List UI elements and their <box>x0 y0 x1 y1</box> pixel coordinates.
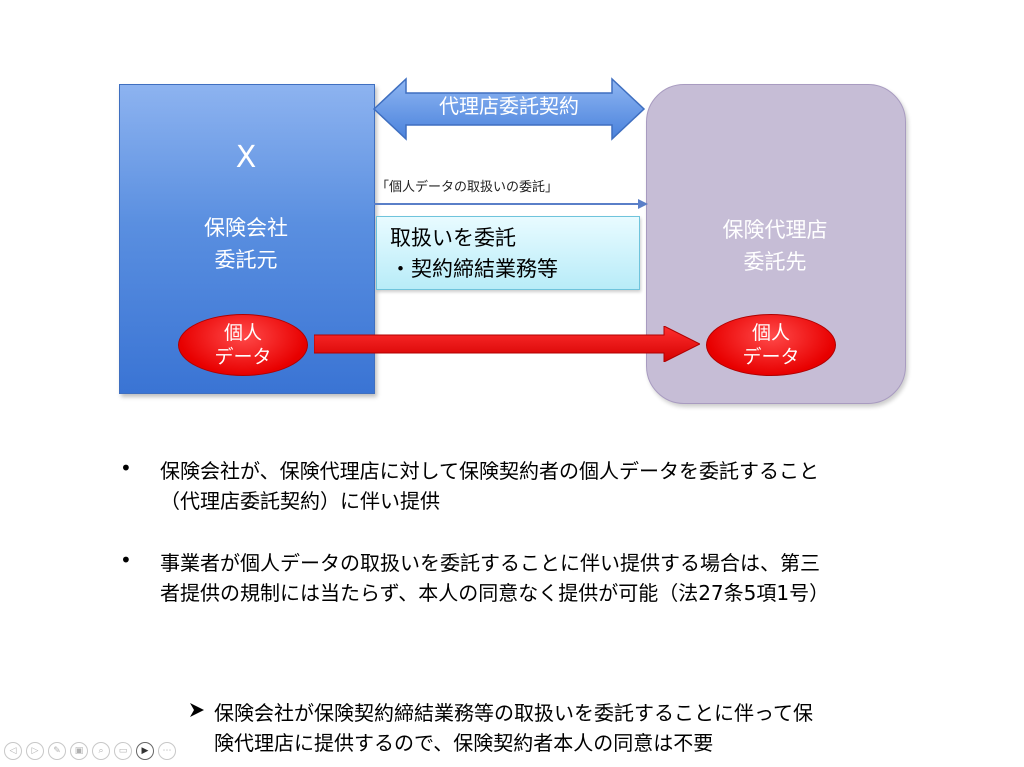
more-icon[interactable]: ⋯ <box>158 742 176 760</box>
data-transfer-arrow <box>314 326 700 362</box>
bullet-dot: • <box>120 456 132 480</box>
arrowhead-bullet-icon <box>190 703 204 717</box>
bullet-1-line1: 保険会社が、保険代理店に対して保険契約者の個人データを委託すること <box>160 459 819 483</box>
bullet-2-line1: 事業者が個人データの取扱いを委託することに伴い提供する場合は、第三 <box>160 551 820 575</box>
insurer-letter: X <box>235 140 257 175</box>
bullet-1-line2: （代理店委託契約）に伴い提供 <box>160 489 440 513</box>
agent-label: 保険代理店 委託先 <box>646 214 904 278</box>
pen-icon[interactable]: ✎ <box>48 742 66 760</box>
personal-data-right-line2: データ <box>742 346 800 368</box>
agent-line1: 保険代理店 <box>722 218 828 242</box>
personal-data-right-line1: 個人 <box>751 322 790 344</box>
bullet-2-line2: 者提供の規制には当たらず、本人の同意なく提供が可能（法27条5項1号） <box>160 581 830 605</box>
slideshow-toolbar: ◁ ▷ ✎ ▣ ⌕ ▭ ▶ ⋯ <box>4 742 176 764</box>
insurer-line1: 保険会社 <box>204 216 288 240</box>
prev-icon[interactable]: ◁ <box>4 742 22 760</box>
personal-data-left-line2: データ <box>214 346 272 368</box>
task-box <box>376 216 640 290</box>
sub-bullet-line1: 保険会社が保険契約締結業務等の取扱いを委託することに伴って保 <box>214 701 813 725</box>
personal-data-left-line1: 個人 <box>223 322 262 344</box>
bullet-2-text: 事業者が個人データの取扱いを委託することに伴い提供する場合は、第三 者提供の規制… <box>160 548 829 608</box>
camera-icon[interactable]: ▶ <box>136 742 154 760</box>
insurer-line2: 委託元 <box>214 248 278 272</box>
bullet-1-text: 保険会社が、保険代理店に対して保険契約者の個人データを委託すること （代理店委託… <box>160 456 819 516</box>
next-icon[interactable]: ▷ <box>26 742 44 760</box>
personal-data-right: 個人 データ <box>706 314 836 376</box>
slides-icon[interactable]: ▣ <box>70 742 88 760</box>
insurer-label: 保険会社 委託元 <box>119 212 373 276</box>
contract-label: 代理店委託契約 <box>439 94 579 118</box>
sub-bullet-text: 保険会社が保険契約締結業務等の取扱いを委託することに伴って保 険代理店に提供する… <box>214 698 813 758</box>
agent-line2: 委託先 <box>743 250 807 274</box>
bullet-dot: • <box>120 548 132 572</box>
subtitle-icon[interactable]: ▭ <box>114 742 132 760</box>
zoom-icon[interactable]: ⌕ <box>92 742 110 760</box>
consign-label: 「個人データの取扱いの委託」 <box>376 180 559 195</box>
personal-data-left: 個人 データ <box>178 314 308 376</box>
task-line2: ・契約締結業務等 <box>390 257 558 281</box>
contract-double-arrow <box>372 77 646 141</box>
consign-arrow <box>374 199 648 209</box>
sub-bullet-line2: 険代理店に提供するので、保険契約者本人の同意は不要 <box>214 731 714 755</box>
task-line1: 取扱いを委託 <box>390 226 516 250</box>
